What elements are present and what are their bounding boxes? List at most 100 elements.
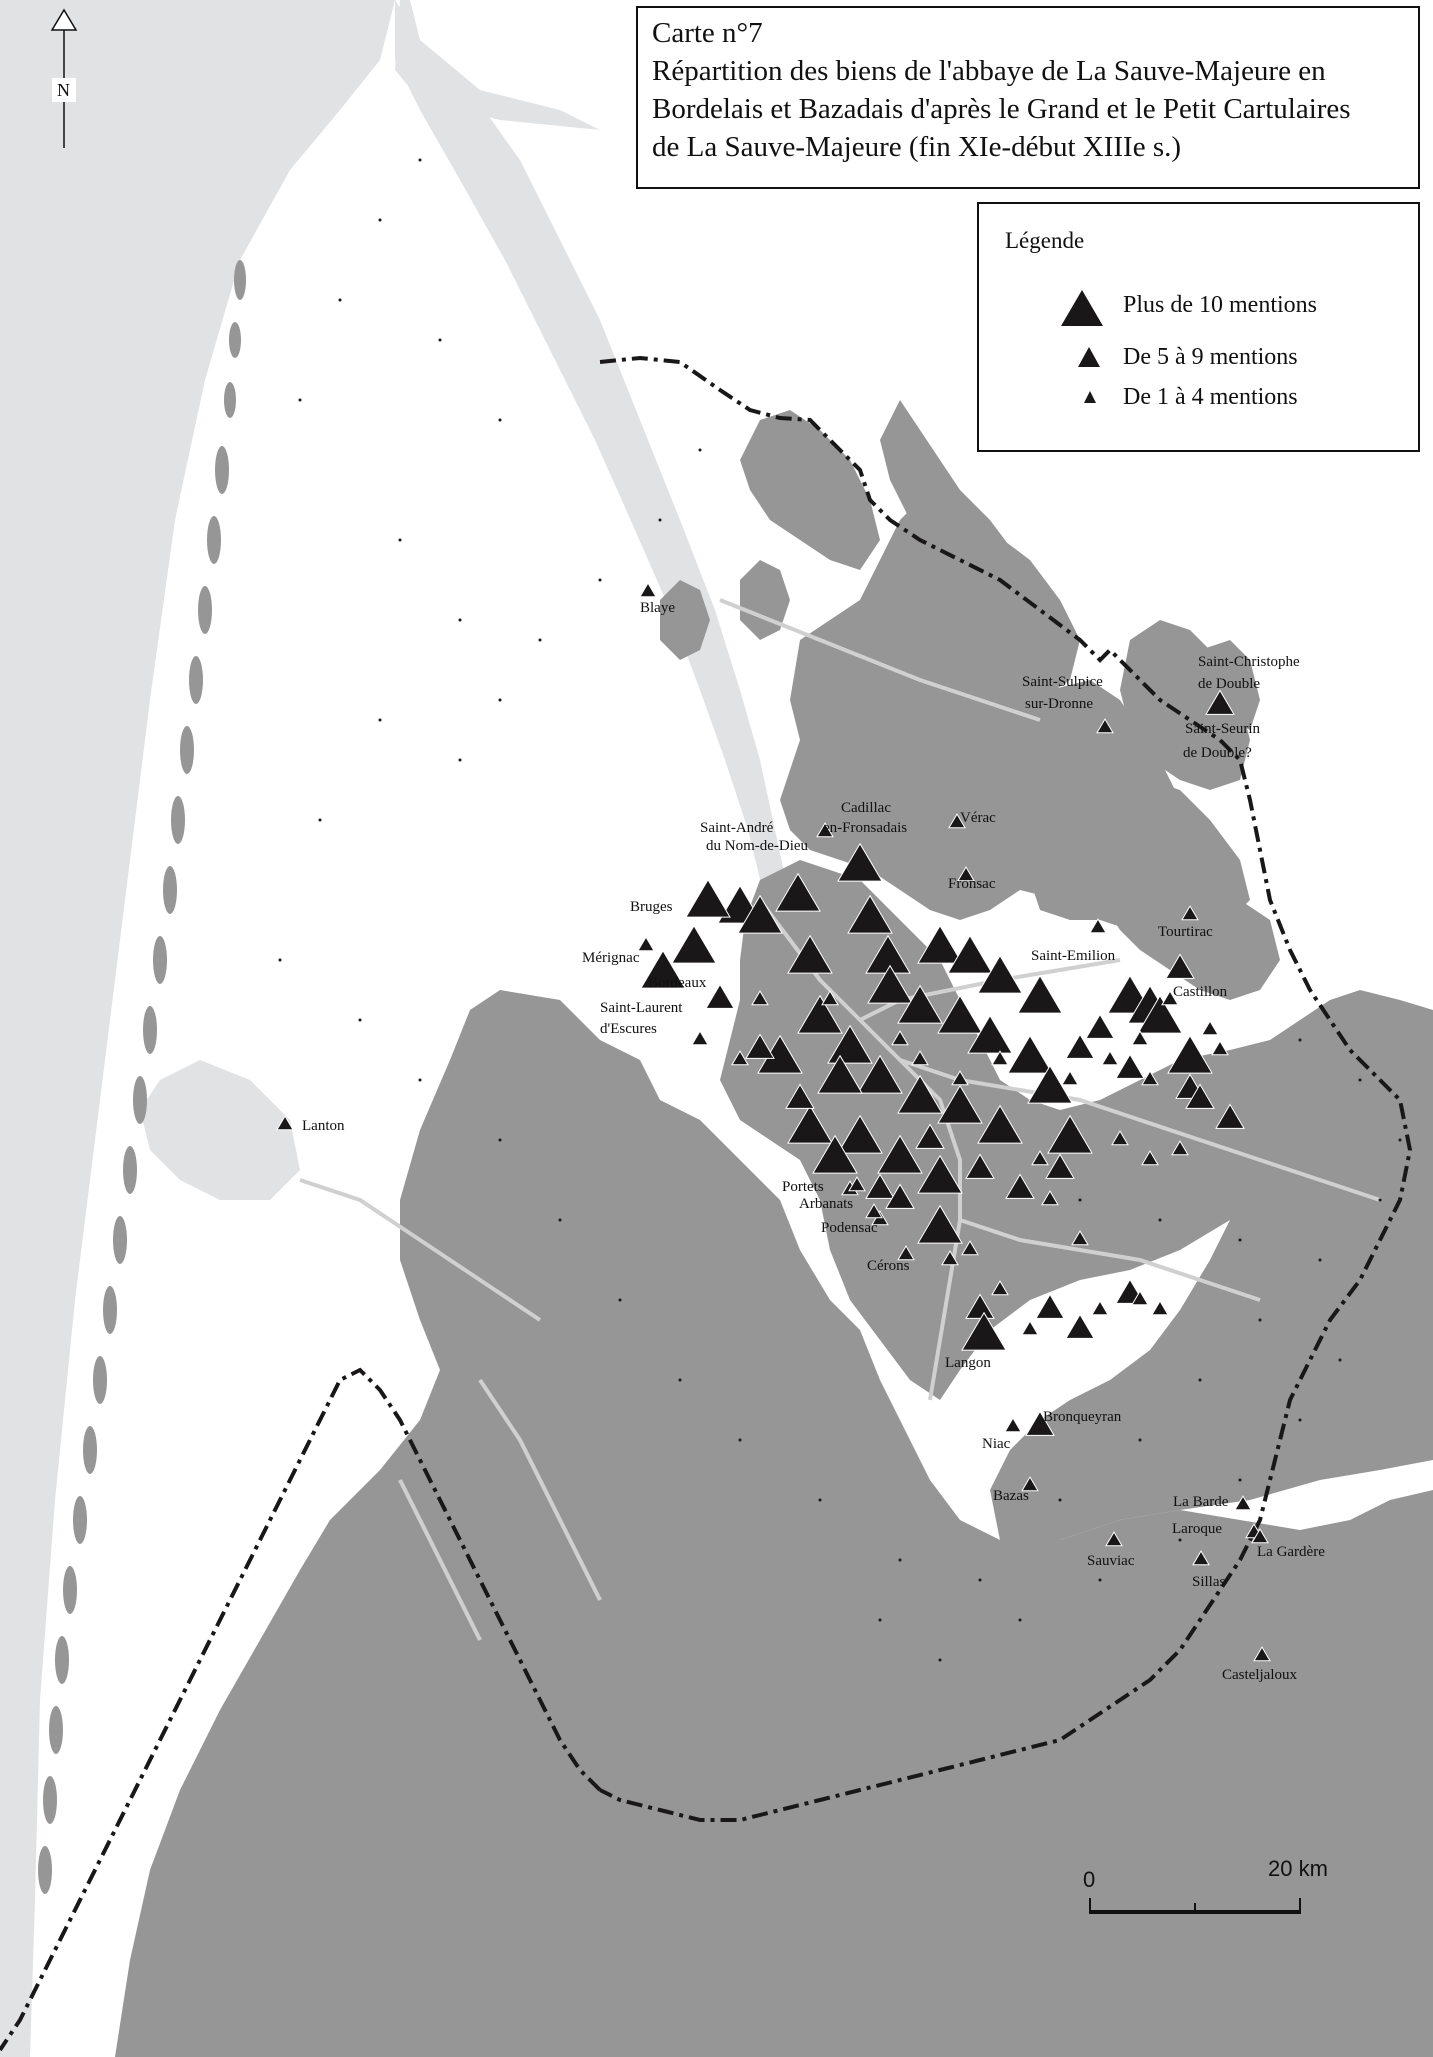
map-number: Carte n°7 xyxy=(652,17,763,49)
scale-end-label: 20 km xyxy=(1268,1856,1328,1881)
legend-small-triangle-icon xyxy=(1084,391,1096,403)
mention-triangle-medium xyxy=(1005,1173,1035,1199)
mention-triangle-small xyxy=(1101,1050,1119,1066)
mention-triangle-medium xyxy=(885,1183,915,1209)
place-triangle-medium xyxy=(1205,689,1235,715)
place-label: Lanton xyxy=(302,1118,345,1134)
place-triangle-small xyxy=(639,582,657,598)
mention-triangle-large xyxy=(917,1154,963,1194)
place-triangle-large xyxy=(685,878,731,918)
mention-triangle-large xyxy=(827,1024,873,1064)
mention-triangle-large xyxy=(857,1054,903,1094)
mention-triangle-small xyxy=(751,990,769,1006)
dunes xyxy=(38,260,246,1894)
mention-triangle-large xyxy=(937,994,983,1034)
north-arrow: N xyxy=(50,8,78,148)
gironde-estuary xyxy=(395,0,840,1160)
scale-zero-label: 0 xyxy=(1083,1867,1095,1892)
place-triangle-small xyxy=(1004,1417,1022,1433)
place-label: Bordeaux xyxy=(648,975,707,991)
ocean xyxy=(0,0,600,2057)
mention-triangle-small xyxy=(1111,1130,1129,1146)
mention-triangle-medium xyxy=(1065,1033,1095,1059)
place-triangle-small xyxy=(1251,1528,1269,1544)
legend-large-label: Plus de 10 mentions xyxy=(1123,292,1318,318)
place-label: sur-Dronne xyxy=(1025,696,1093,712)
mention-triangle-large xyxy=(1017,974,1063,1014)
mention-triangle-small xyxy=(731,1050,749,1066)
place-label: La Gardère xyxy=(1257,1544,1325,1560)
mention-triangle-small xyxy=(691,1030,709,1046)
mention-triangle-small xyxy=(1131,1030,1149,1046)
place-label: du Nom-de-Dieu xyxy=(706,838,809,854)
place-label: Laroque xyxy=(1172,1521,1222,1537)
place-label: Saint-Christophe xyxy=(1198,654,1300,670)
mentions-symbols xyxy=(276,582,1271,1662)
place-label: Bazas xyxy=(993,1488,1029,1504)
mention-triangle-large xyxy=(847,894,893,934)
place-label: Castillon xyxy=(1173,984,1228,1000)
legend-large-triangle-icon xyxy=(1061,290,1103,326)
place-label: Langon xyxy=(945,1355,991,1371)
place-triangle-small xyxy=(1096,718,1114,734)
place-triangle-medium xyxy=(1165,953,1195,979)
place-label: Bruges xyxy=(630,899,673,915)
legend-title: Légende xyxy=(1005,228,1085,253)
place-label: Saint-Laurent xyxy=(600,1000,683,1016)
mention-triangle-medium xyxy=(745,1033,775,1059)
place-triangle-small xyxy=(897,1245,915,1261)
mention-triangle-large xyxy=(775,872,821,912)
place-label: Cadillac xyxy=(841,800,891,816)
place-label: Sauviac xyxy=(1087,1553,1135,1569)
mention-triangle-large xyxy=(877,1134,923,1174)
mention-triangle-medium xyxy=(1065,1313,1095,1339)
legend: Légende Plus de 10 mentions De 5 à 9 men… xyxy=(977,202,1420,452)
place-triangle-large xyxy=(837,842,883,882)
mention-triangle-large xyxy=(797,994,843,1034)
place-triangle-small xyxy=(865,1203,883,1219)
mention-triangle-medium xyxy=(1215,1103,1245,1129)
mention-triangle-medium xyxy=(1185,1083,1215,1109)
place-triangle-small xyxy=(276,1115,294,1131)
place-label: Saint-André xyxy=(700,820,774,836)
place-label: Saint-Sulpice xyxy=(1022,674,1103,690)
place-triangle-small xyxy=(1089,918,1107,934)
mention-triangle-large xyxy=(837,1114,883,1154)
mention-triangle-small xyxy=(991,1050,1009,1066)
scale-bar: 0 20 km xyxy=(1083,1856,1328,1914)
mention-triangle-large xyxy=(1007,1034,1053,1074)
north-label: N xyxy=(57,80,70,100)
place-label: Blaye xyxy=(640,600,675,616)
place-triangle-medium xyxy=(1025,1410,1055,1436)
arcachon-basin xyxy=(140,1060,300,1200)
mention-triangle-small xyxy=(1171,1140,1189,1156)
mention-triangle-small xyxy=(1091,1300,1109,1316)
place-triangle-small xyxy=(848,1176,866,1192)
place-label: Sillas xyxy=(1192,1574,1226,1590)
mention-triangle-medium xyxy=(1045,1153,1075,1179)
mention-triangle-small xyxy=(1201,1020,1219,1036)
place-label: La Barde xyxy=(1173,1494,1229,1510)
place-triangle-small xyxy=(637,936,655,952)
place-label: Arbanats xyxy=(799,1196,853,1212)
mention-triangle-small xyxy=(1061,1070,1079,1086)
mention-triangle-small xyxy=(1141,1150,1159,1166)
mention-triangle-large xyxy=(787,1104,833,1144)
mention-triangle-medium xyxy=(1085,1013,1115,1039)
mention-triangle-small xyxy=(821,990,839,1006)
map-title-line-2: Bordelais et Bazadais d'après le Grand e… xyxy=(652,93,1351,125)
mention-triangle-small xyxy=(911,1050,929,1066)
map-title-line-1: Répartition des biens de l'abbaye de La … xyxy=(652,55,1326,87)
title-box: Carte n°7 Répartition des biens de l'abb… xyxy=(636,6,1420,189)
mention-triangle-small xyxy=(1161,990,1179,1006)
place-label: Saint-Seurin xyxy=(1185,721,1260,737)
mention-triangle-small xyxy=(1041,1190,1059,1206)
mention-triangle-medium xyxy=(965,1153,995,1179)
mention-triangle-small xyxy=(991,1280,1009,1296)
diocese-boundary xyxy=(599,355,1413,1822)
mention-triangle-small xyxy=(891,1030,909,1046)
place-triangle-large xyxy=(961,1311,1007,1351)
mention-triangle-large xyxy=(1167,1034,1213,1074)
place-triangle-small xyxy=(948,813,966,829)
